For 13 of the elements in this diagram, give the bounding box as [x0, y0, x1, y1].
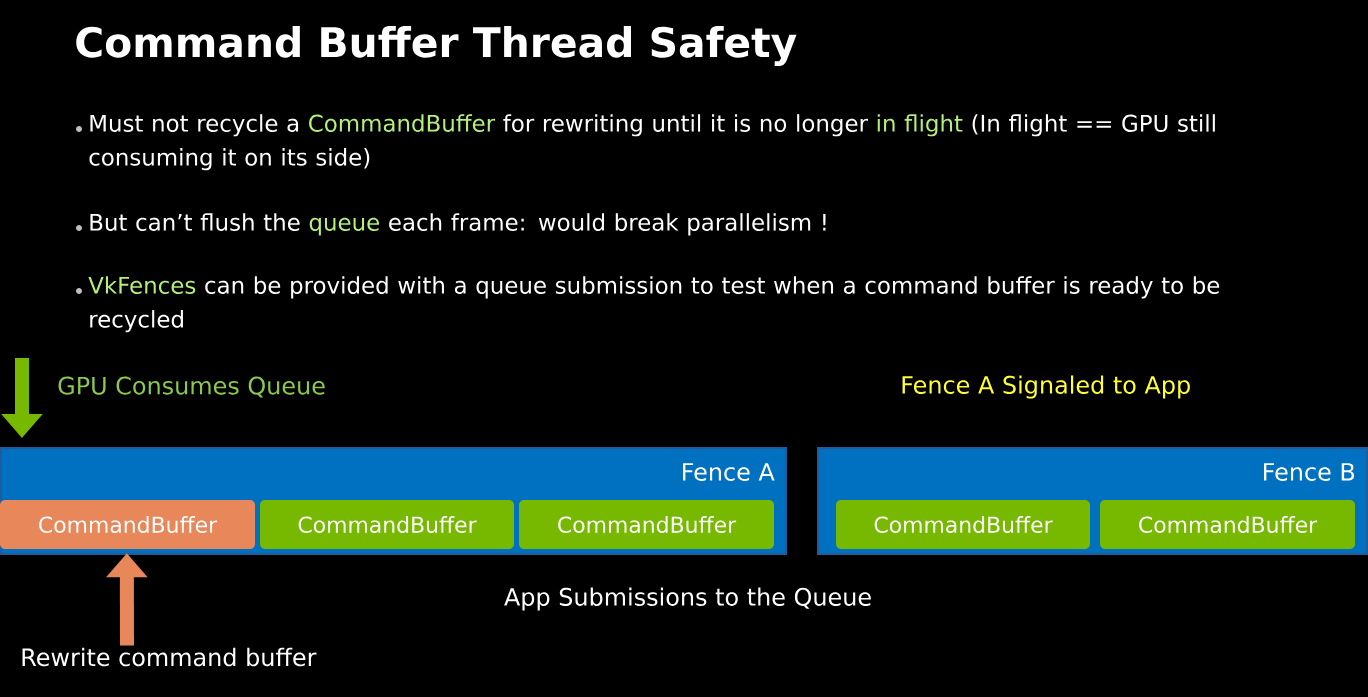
command-buffer-box: CommandBuffer — [0, 500, 255, 549]
bullet-text: But can’t flush the queue each frame: would break parallelism ! — [90, 213, 826, 236]
caption-text: App Submissions to the Queue — [504, 587, 871, 611]
caption-text: Rewrite command buffer — [22, 647, 317, 667]
command-buffer-box: CommandBuffer — [836, 500, 1090, 549]
command-buffer-box: CommandBuffer — [519, 500, 774, 549]
caption-text: Fence A Signaled to App — [902, 375, 1190, 399]
bullet-text: Must not recycle a CommandBuffer for rewriting until it is no longer in flight (In flight == GPU still consuming it on its side) — [89, 114, 1215, 171]
caption-text: GPU Consumes Queue — [58, 376, 325, 398]
command-buffer-box: CommandBuffer — [1100, 500, 1355, 549]
bullet-text: VkFences can be provided with a queue submission to test when a command buffer is ready to be recycled — [88, 276, 1220, 333]
command-buffer-box: CommandBuffer — [260, 500, 514, 549]
slide-title: Command Buffer Thread Safety — [76, 26, 797, 66]
